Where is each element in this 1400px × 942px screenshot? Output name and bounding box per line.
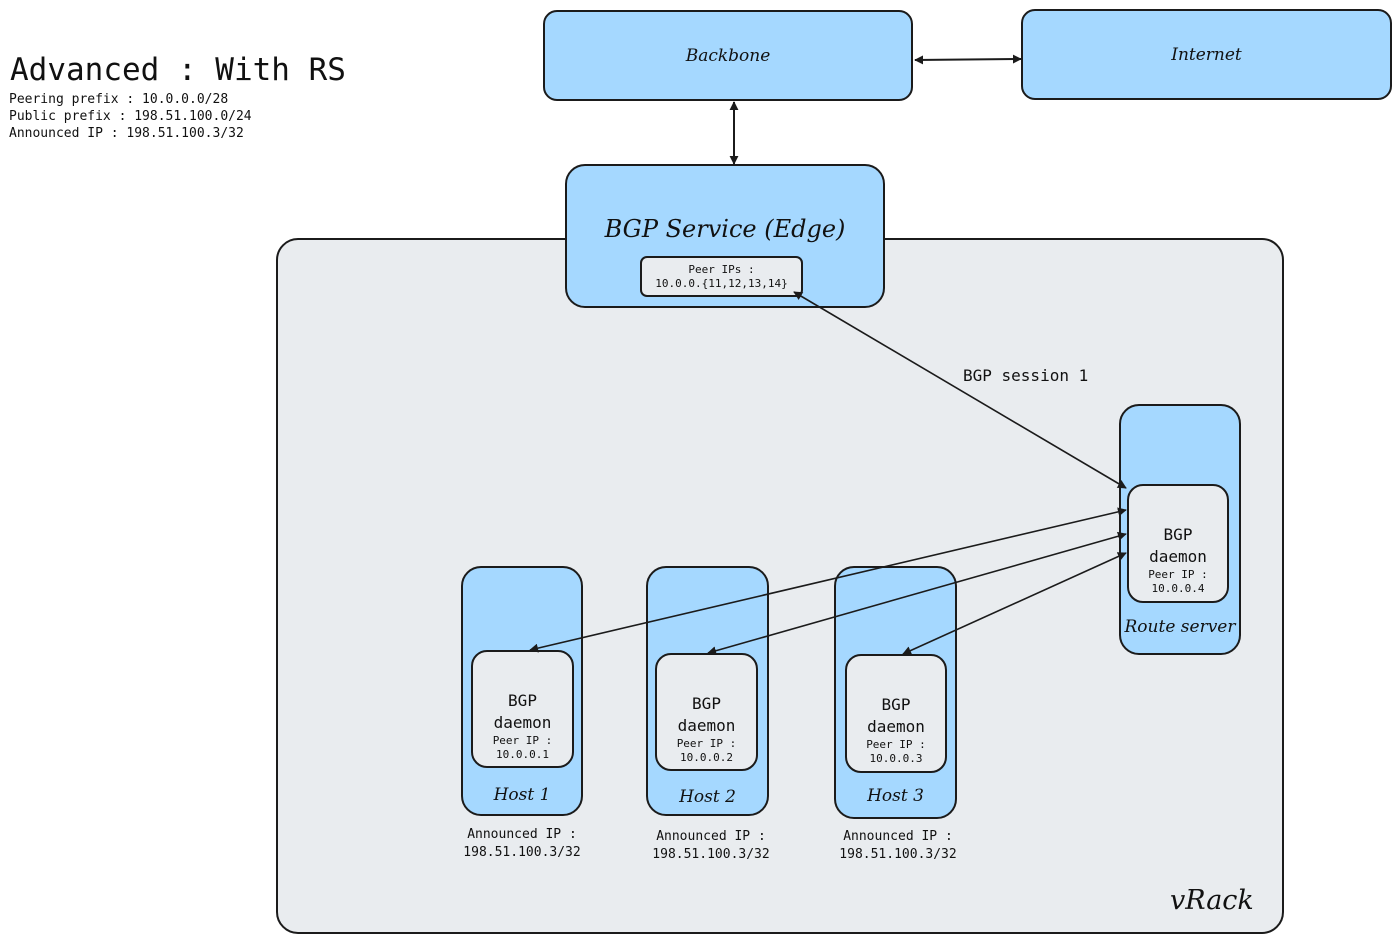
edge-peer-ips-label: Peer IPs : [688,263,755,276]
host-announced-value: 198.51.100.3/32 [839,847,957,862]
host-announced-label: Announced IP : [467,827,577,842]
edge-peer-ips-value: 10.0.0.{11,12,13,14} [655,277,788,290]
host-label: Host 2 [679,787,736,807]
backbone-label: Backbone [685,45,771,66]
host-peer-ip: 10.0.0.1 [496,748,549,761]
internet-label: Internet [1171,44,1242,65]
host-label: Host 1 [493,785,551,805]
host-daemon-line1: BGP [692,694,721,713]
diagram-title: Advanced : With RS [10,52,346,88]
host-daemon-line1: BGP [508,691,537,710]
host-announced-label: Announced IP : [656,829,766,844]
bgp-service-edge-title: BGP Service (Edge) [604,215,846,243]
host-peer-ip: 10.0.0.2 [680,751,733,764]
host-daemon: BGP daemon Peer IP : 10.0.0.1 [471,650,574,768]
edge-peer-ips-box: Peer IPs : 10.0.0.{11,12,13,14} [640,256,803,297]
host-label: Host 3 [867,786,924,806]
vrack-label: vRack [1170,885,1254,916]
route-server-daemon-line1: BGP [1163,525,1193,544]
bgp-session-label: BGP session 1 [963,366,1089,385]
backbone-node: Backbone [543,10,913,101]
host-daemon-line2: daemon [493,713,552,732]
host-peer-label: Peer IP : [866,738,926,751]
host-peer-ip: 10.0.0.3 [869,752,923,765]
host-daemon-line2: daemon [677,716,736,735]
host-daemon-line1: BGP [881,695,911,714]
route-server-peer-label: Peer IP : [1148,568,1208,581]
route-server-label: Route server [1124,617,1236,637]
route-server-daemon-line2: daemon [1149,547,1207,566]
host-daemon: BGP daemon Peer IP : 10.0.0.3 [845,654,947,773]
host-peer-label: Peer IP : [492,734,553,747]
host-peer-label: Peer IP : [676,737,737,750]
host-daemon-line2: daemon [867,717,925,736]
internet-node: Internet [1021,9,1392,100]
host-announced-value: 198.51.100.3/32 [652,847,770,862]
backbone-internet-arrow [914,54,1022,65]
route-server-daemon: BGP daemon Peer IP : 10.0.0.4 [1127,484,1229,603]
peering-prefix-text: Peering prefix : 10.0.0.0/28 [9,92,229,107]
public-prefix-text: Public prefix : 198.51.100.0/24 [9,109,252,124]
route-server-peer-ip: 10.0.0.4 [1151,582,1205,595]
announced-ip-text: Announced IP : 198.51.100.3/32 [9,126,244,141]
host-announced-ip: Announced IP : 198.51.100.3/32 [442,826,602,862]
host-announced-value: 198.51.100.3/32 [463,845,581,860]
host-daemon: BGP daemon Peer IP : 10.0.0.2 [655,653,758,771]
host-announced-ip: Announced IP : 198.51.100.3/32 [631,828,791,864]
host-announced-ip: Announced IP : 198.51.100.3/32 [818,828,978,864]
host-announced-label: Announced IP : [843,829,953,844]
